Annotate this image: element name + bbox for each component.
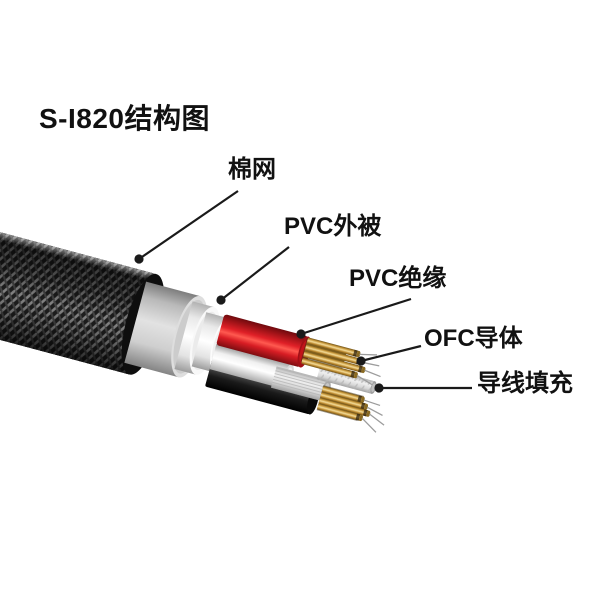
leader-dot-insulation (296, 329, 306, 339)
leader-line-conductor (360, 344, 422, 363)
leader-dot-jacket (216, 295, 226, 305)
leader-dot-filler (374, 383, 384, 393)
label-ofc-conductor: OFC导体 (424, 325, 523, 352)
leader-line-jacket (220, 246, 290, 301)
leader-dot-conductor (356, 356, 366, 366)
label-pvc-outer-jacket: PVC外被 (284, 213, 382, 240)
cable-assembly (0, 225, 385, 433)
label-cotton-mesh: 棉网 (228, 156, 276, 183)
label-wire-filler: 导线填充 (477, 370, 573, 397)
leader-line-braid (138, 190, 239, 260)
leader-lines (134, 190, 472, 393)
leader-line-insulation (300, 297, 412, 336)
copper-strands-upper (300, 337, 381, 386)
label-pvc-insulation: PVC绝缘 (349, 265, 447, 292)
leader-dot-braid (134, 254, 144, 264)
copper-strands-lower (316, 385, 385, 433)
page-title: S-I820结构图 (39, 103, 210, 134)
filler-strand-twisted (316, 366, 377, 394)
